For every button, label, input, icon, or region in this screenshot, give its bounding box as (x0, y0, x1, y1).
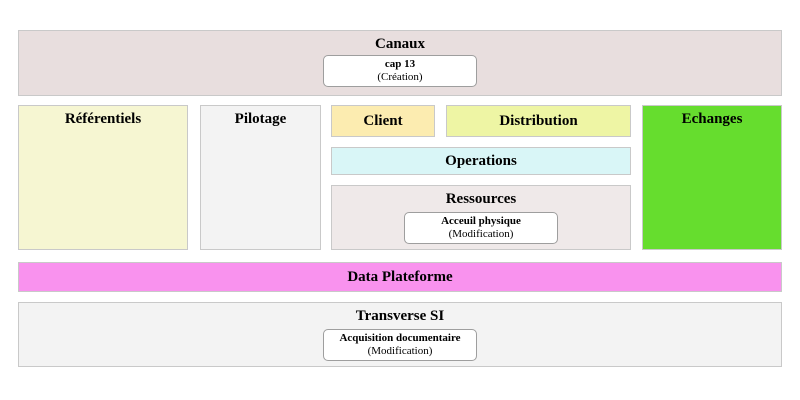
block-canaux-title: Canaux (374, 36, 426, 52)
block-echanges-title: Echanges (681, 111, 743, 127)
block-pilotage: Pilotage (200, 105, 321, 250)
block-distribution: Distribution (446, 105, 631, 137)
block-data-plateforme: Data Plateforme (18, 262, 782, 292)
block-transverse-si-title: Transverse SI (355, 308, 445, 324)
block-ressources-title: Ressources (445, 191, 517, 207)
card-acceuil-physique-status: (Modification) (448, 228, 514, 240)
block-canaux: Canaux cap 13 (Création) (18, 30, 782, 96)
card-acceuil-physique[interactable]: Acceuil physique (Modification) (404, 212, 558, 244)
block-transverse-si: Transverse SI Acquisition documentaire (… (18, 302, 782, 367)
block-data-plateforme-title: Data Plateforme (347, 268, 453, 285)
block-referentiels: Référentiels (18, 105, 188, 250)
block-client-title: Client (363, 112, 403, 129)
card-cap-13-status: (Création) (377, 71, 423, 83)
block-operations: Operations (331, 147, 631, 175)
card-acquisition-documentaire-name: Acquisition documentaire (339, 332, 461, 344)
block-pilotage-title: Pilotage (234, 111, 287, 127)
card-acceuil-physique-name: Acceuil physique (441, 215, 521, 227)
card-acquisition-documentaire[interactable]: Acquisition documentaire (Modification) (323, 329, 477, 361)
block-operations-title: Operations (445, 152, 517, 169)
block-echanges: Echanges (642, 105, 782, 250)
block-distribution-title: Distribution (499, 112, 578, 129)
block-client: Client (331, 105, 435, 137)
card-acquisition-documentaire-status: (Modification) (367, 345, 433, 357)
card-cap-13[interactable]: cap 13 (Création) (323, 55, 477, 87)
block-ressources: Ressources Acceuil physique (Modificatio… (331, 185, 631, 250)
block-referentiels-title: Référentiels (64, 111, 142, 127)
card-cap-13-name: cap 13 (384, 58, 416, 70)
